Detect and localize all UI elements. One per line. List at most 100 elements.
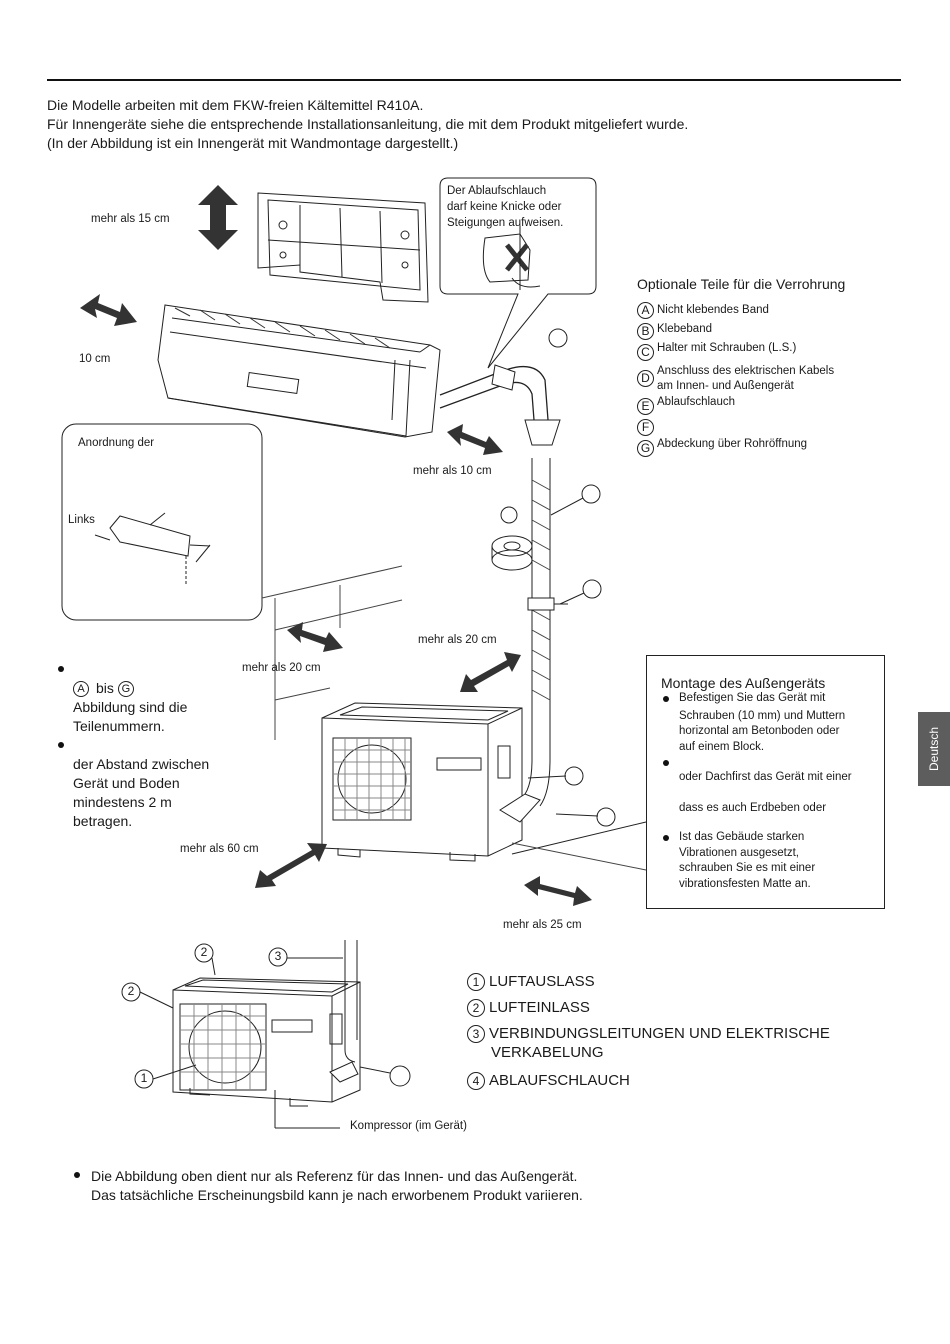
mounting-plate (257, 192, 429, 303)
pipe-bundle (439, 364, 568, 807)
notes-line-2: Abbildung sind die (73, 699, 188, 715)
intro-line-2: Für Innengeräte siehe die entsprechende … (47, 116, 689, 132)
number-badge: 4 (467, 1072, 485, 1090)
footer-note: Die Abbildung oben dient nur als Referen… (72, 1167, 583, 1205)
language-tab-label: Deutsch (927, 726, 941, 772)
mount-line: oder Dachfirst das Gerät mit einer (679, 771, 852, 783)
clearance-arrow-indoor-right (447, 424, 503, 455)
mount-line: Schrauben (10 mm) und Muttern (679, 709, 846, 722)
compressor-label: Kompressor (im Gerät) (350, 1120, 467, 1132)
letter-badge: F (637, 419, 654, 436)
clearance-outdoor-top-label: mehr als 20 cm (418, 634, 497, 646)
optional-parts-title: Optionale Teile für die Verrohrung (637, 276, 846, 292)
drain-line-3: Steigungen aufweisen. (447, 217, 564, 229)
clearance-indoor-right-label: mehr als 10 cm (413, 465, 492, 477)
letter-badge: A (637, 302, 654, 319)
number-badge: 1 (467, 973, 485, 991)
drain-hose-illustration (482, 226, 541, 290)
part-label-2: am Innen- und Außengerät (657, 380, 794, 392)
arrangement-sketch (94, 512, 211, 585)
mount-line: schrauben Sie es mit einer (679, 862, 816, 874)
clearance-arrow-wall (287, 622, 343, 652)
letter-badge-g: G (117, 680, 134, 697)
part-label: Klebeband (657, 323, 712, 335)
bullet-icon (58, 742, 64, 748)
intro-text: Die Modelle arbeiten mit dem FKW-freien … (47, 96, 688, 153)
mounting-box: Montage des Außengeräts Befestigen Sie d… (646, 655, 885, 909)
mount-line: Befestigen Sie das Gerät mit (679, 692, 826, 704)
mount-line: auf einem Block. (679, 740, 765, 753)
tape-roll (491, 535, 533, 571)
letter-badge: C (637, 344, 654, 361)
mounting-body: Befestigen Sie das Gerät mit Schrauben (… (661, 691, 852, 892)
callout-circle (564, 766, 584, 786)
part-label: Anschluss des elektrischen Kabels (657, 365, 835, 377)
letter-badge: E (637, 398, 654, 415)
legend-label: ABLAUFSCHLAUCH (489, 1072, 630, 1089)
callout-1: 1 (140, 1071, 148, 1085)
indoor-unit (157, 304, 441, 438)
callout-circle (596, 807, 616, 827)
callout-circle (389, 1065, 411, 1087)
bullet-icon (74, 1172, 80, 1178)
letter-badge: B (637, 323, 654, 340)
mount-line: Vibrationen ausgesetzt, (679, 846, 799, 859)
clearance-arrow-outdoor-top (460, 652, 521, 692)
outdoor-unit (321, 702, 541, 862)
arrangement-title: Anordnung der (78, 437, 155, 449)
notes-line-5: Gerät und Boden (73, 775, 180, 791)
header-rule (47, 79, 901, 81)
callout-circle (194, 943, 214, 963)
callout-circle (500, 506, 518, 524)
callout-2-side: 2 (127, 984, 135, 998)
intro-line-1: Die Modelle arbeiten mit dem FKW-freien … (47, 97, 424, 113)
clearance-arrow-left (80, 294, 137, 326)
wall (261, 565, 403, 740)
callout-circle (582, 579, 602, 599)
drain-line-2: darf keine Knicke oder (447, 201, 562, 213)
number-badge: 2 (467, 999, 485, 1017)
callout-circle (268, 947, 288, 967)
letter-badge: G (637, 440, 654, 457)
left-notes: A bis G Abbildung sind die Teilenummern.… (58, 660, 209, 831)
part-label: Abdeckung über Rohröffnung (657, 438, 808, 450)
mounting-title: Montage des Außengeräts (661, 675, 826, 691)
legend-label: LUFTAUSLASS (489, 973, 595, 990)
callout-3: 3 (274, 949, 282, 963)
clearance-arrow-front (255, 843, 327, 888)
notes-line-4: der Abstand zwischen (73, 756, 210, 772)
arrangement-left-label: Links (68, 514, 95, 526)
optional-part-f: F (637, 419, 834, 436)
drain-callout-text: Der Ablaufschlauch darf keine Knicke ode… (447, 183, 563, 231)
footer-line-2: Das tatsächliche Erscheinungsbild kann j… (91, 1187, 583, 1203)
arrangement-box (61, 423, 263, 621)
mount-line: horizontal am Betonboden oder (679, 725, 840, 737)
mounting-bullet-2: oder Dachfirst das Gerät mit einer dass … (661, 755, 852, 816)
intro-line-3: (In der Abbildung ist ein Innengerät mit… (47, 135, 459, 151)
mount-line: dass es auch Erdbeben oder (679, 801, 827, 814)
part-label: Halter mit Schrauben (L.S.) (657, 342, 797, 354)
mount-line: vibrationsfesten Matte an. (679, 877, 811, 890)
mount-line: Ist das Gebäude starken (679, 831, 805, 843)
mounting-bullet-3: Ist das Gebäude starken Vibrationen ausg… (661, 830, 852, 892)
clearance-front-label: mehr als 60 cm (180, 843, 259, 855)
clearance-top-label: mehr als 15 cm (91, 213, 170, 225)
language-tab: Deutsch (918, 712, 950, 786)
clearance-right-label: mehr als 25 cm (503, 919, 582, 931)
callout-2-top: 2 (200, 945, 208, 959)
clearance-side-label: 10 cm (79, 353, 111, 365)
notes-line-7: betragen. (73, 813, 133, 829)
legend-label: VERBINDUNGSLEITUNGEN UND ELEKTRISCHE (489, 1025, 830, 1042)
clearance-arrow-right (524, 876, 592, 906)
footer-line-1: Die Abbildung oben dient nur als Referen… (91, 1168, 578, 1184)
